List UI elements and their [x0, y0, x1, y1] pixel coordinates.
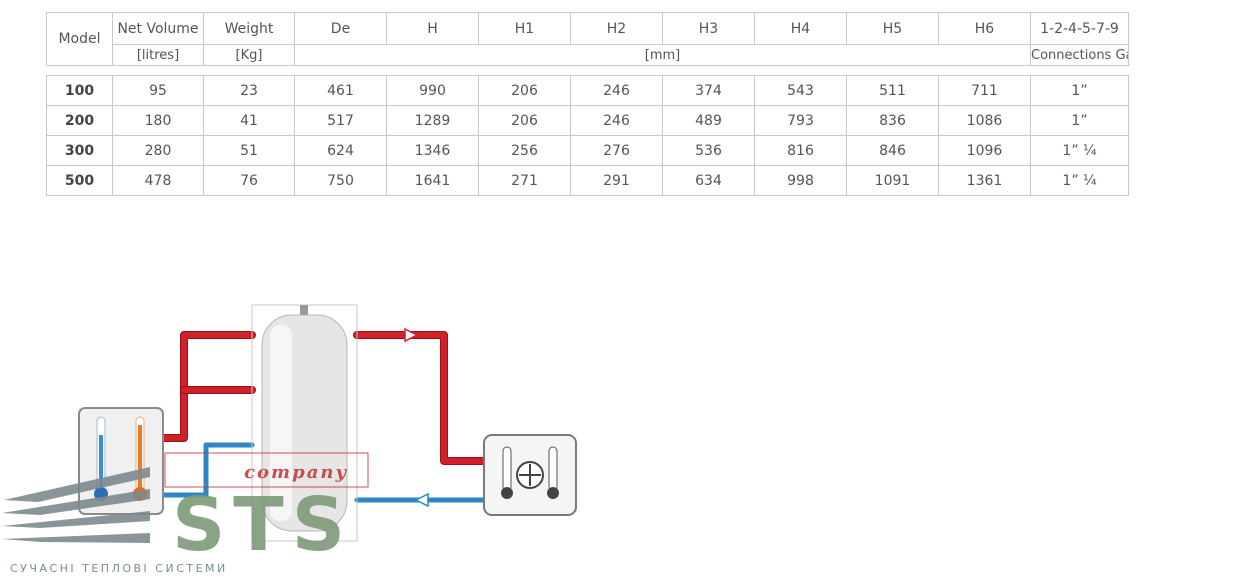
- table-cell: 511: [846, 75, 939, 106]
- header-h5: H5: [846, 12, 939, 45]
- table-cell: 1096: [938, 135, 1031, 166]
- company-frame: [164, 452, 369, 488]
- table-cell: 536: [662, 135, 755, 166]
- table-cell: 990: [386, 75, 479, 106]
- model-cell: 500: [46, 165, 113, 196]
- header-h: H: [386, 12, 479, 45]
- table-cell: 276: [570, 135, 663, 166]
- tank-top-port: [300, 305, 308, 315]
- table-cell: 1086: [938, 105, 1031, 136]
- cold-arrow-icon: [414, 492, 429, 508]
- table-cell: 246: [570, 75, 663, 106]
- table-cell: 711: [938, 75, 1031, 106]
- table-cell: 1” ¼: [1030, 165, 1129, 196]
- logo-wing-2: [2, 489, 150, 515]
- header-h1: H1: [478, 12, 571, 45]
- table-cell: 1289: [386, 105, 479, 136]
- table-cell: 271: [478, 165, 571, 196]
- table-cell: 750: [294, 165, 387, 196]
- table-cell: 76: [203, 165, 295, 196]
- brand-text: STS: [172, 482, 353, 568]
- table-cell: 23: [203, 75, 295, 106]
- tank-highlight: [270, 325, 292, 521]
- table-cell: 1346: [386, 135, 479, 166]
- header-net-volume: Net Volume: [112, 12, 204, 45]
- model-cell: 200: [46, 105, 113, 136]
- table-cell: 256: [478, 135, 571, 166]
- table-cell: 51: [203, 135, 295, 166]
- hot-pipe-right: [354, 332, 487, 464]
- header-h6: H6: [938, 12, 1031, 45]
- model-cell: 100: [46, 75, 113, 106]
- company-text: company: [244, 462, 348, 483]
- thermometer-icon: [547, 446, 559, 499]
- table-cell: 180: [112, 105, 204, 136]
- tagline-text: СУЧАСНІ ТЕПЛОВІ СИСТЕМИ: [10, 562, 228, 575]
- table-spacer: [46, 65, 1129, 76]
- logo-wing-3: [2, 511, 150, 528]
- table-cell: 793: [754, 105, 847, 136]
- units-row: [litres] [Kg] [mm] Connections Gas F: [47, 44, 1129, 66]
- table-cell: 1641: [386, 165, 479, 196]
- sts-logo: company STS СУЧАСНІ ТЕПЛОВІ СИСТЕМИ: [2, 452, 369, 575]
- spec-table: Model Net Volume Weight De H H1 H2 H3 H4…: [46, 12, 1129, 196]
- table-cell: 478: [112, 165, 204, 196]
- table-cell: 489: [662, 105, 755, 136]
- header-h2: H2: [570, 12, 663, 45]
- table-cell: 206: [478, 105, 571, 136]
- unit-connections: Connections Gas F: [1030, 44, 1129, 66]
- header-de: De: [294, 12, 387, 45]
- table-cell: 1”: [1030, 105, 1129, 136]
- table-cell: 846: [846, 135, 939, 166]
- table-cell: 634: [662, 165, 755, 196]
- table-cell: 95: [112, 75, 204, 106]
- table-cell: 374: [662, 75, 755, 106]
- table-cell: 1361: [938, 165, 1031, 196]
- model-cell: 300: [46, 135, 113, 166]
- unit-mm: [mm]: [294, 44, 1031, 66]
- table-cell: 543: [754, 75, 847, 106]
- table-cell: 206: [478, 75, 571, 106]
- table-cell: 517: [294, 105, 387, 136]
- table-cell: 1”: [1030, 75, 1129, 106]
- table-cell: 624: [294, 135, 387, 166]
- header-weight: Weight: [203, 12, 295, 45]
- header-connections: 1-2-4-5-7-9: [1030, 12, 1129, 45]
- table-cell: 41: [203, 105, 295, 136]
- table-cell: 1091: [846, 165, 939, 196]
- table-cell: 1” ¼: [1030, 135, 1129, 166]
- logo-wing-4: [2, 533, 150, 543]
- table-cell: 998: [754, 165, 847, 196]
- unit-weight: [Kg]: [203, 44, 295, 66]
- thermometer-icon: [94, 416, 108, 501]
- table-cell: 291: [570, 165, 663, 196]
- table-cell: 836: [846, 105, 939, 136]
- fan-icon: [516, 461, 544, 489]
- header-h4: H4: [754, 12, 847, 45]
- hot-arrow-icon: [404, 327, 419, 343]
- header-row: Model Net Volume Weight De H H1 H2 H3 H4…: [46, 12, 1129, 66]
- thermometer-icon: [501, 446, 513, 499]
- unit-volume: [litres]: [112, 44, 204, 66]
- heating-diagram: company STS СУЧАСНІ ТЕПЛОВІ СИСТЕМИ: [2, 304, 577, 575]
- header-model: Model: [46, 12, 113, 66]
- table-cell: 246: [570, 105, 663, 136]
- header-h3: H3: [662, 12, 755, 45]
- logo-wing-1: [4, 467, 150, 502]
- hot-pipe-right-shadow: [353, 331, 488, 465]
- table-cell: 461: [294, 75, 387, 106]
- table-cell: 816: [754, 135, 847, 166]
- table-cell: 280: [112, 135, 204, 166]
